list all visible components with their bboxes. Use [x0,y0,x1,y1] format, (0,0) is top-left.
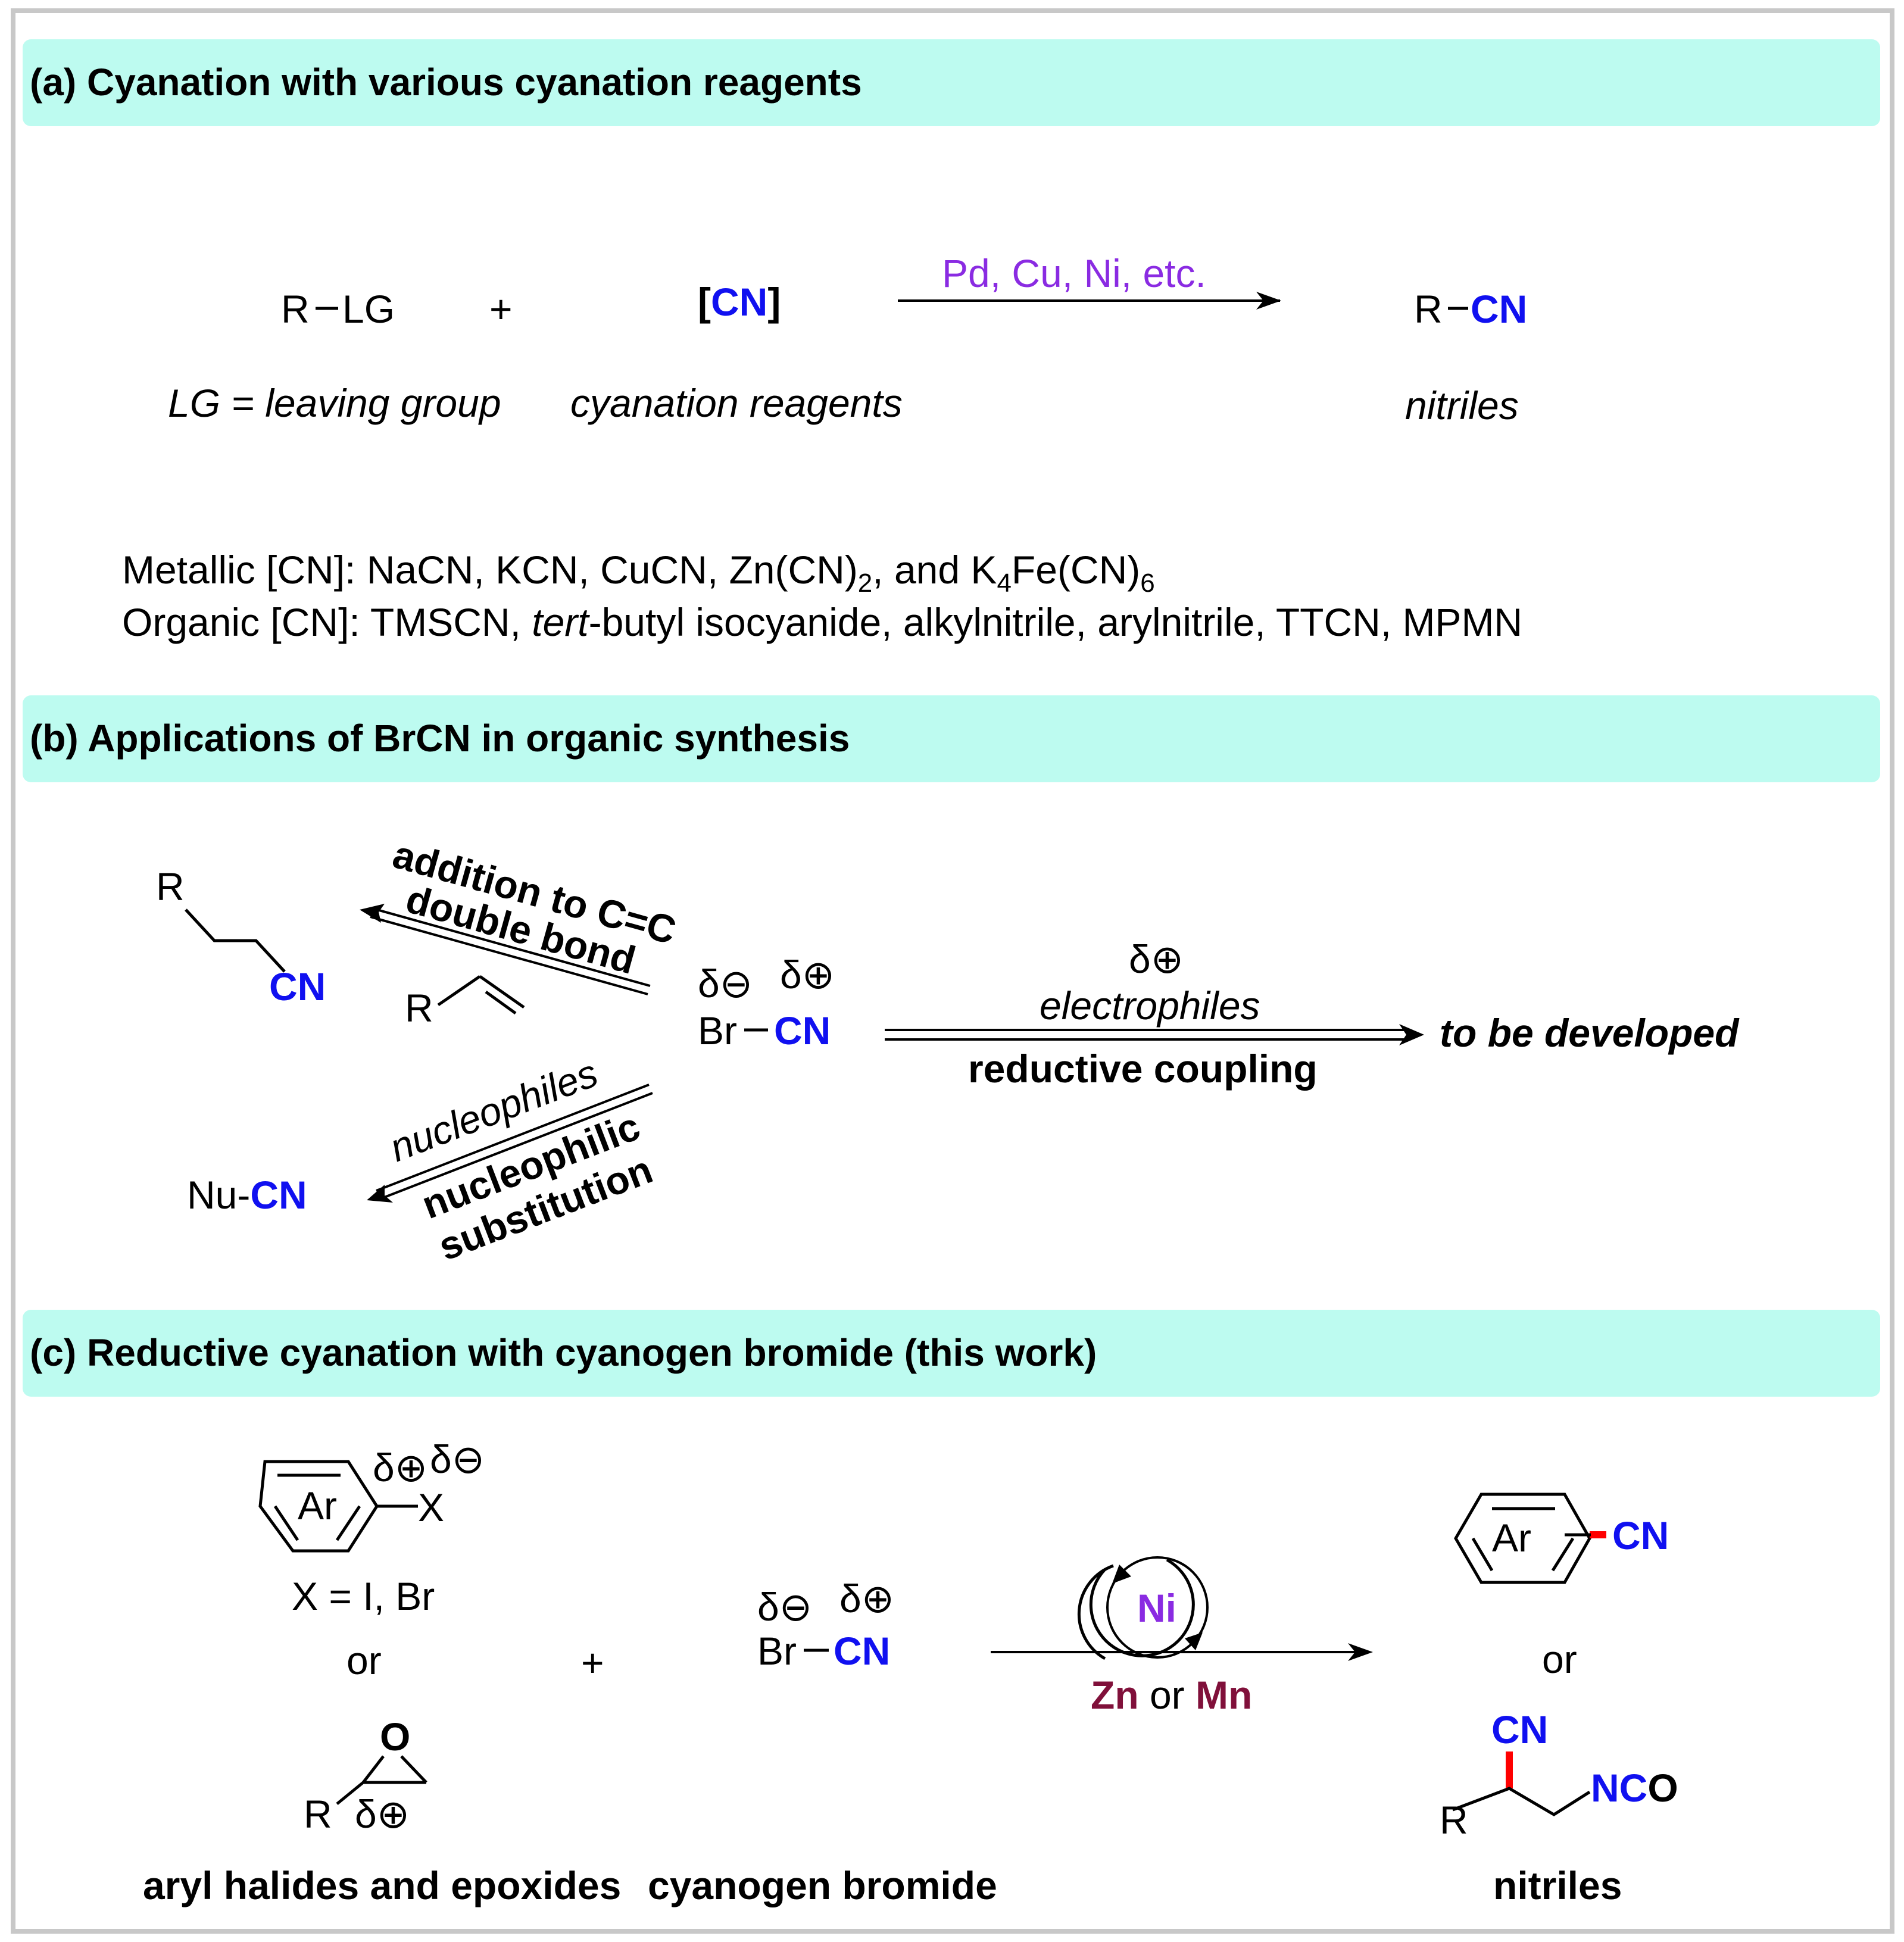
panel-c-epoxide-bond2 [400,1755,427,1784]
panel-c-aryl-x: X [418,1485,444,1529]
panel-a-header: (a) Cyanation with various cyanation rea… [30,61,862,104]
panel-c-epoxide-bond1 [362,1755,385,1784]
panel-c-product-ring-inner2 [1551,1537,1575,1572]
panel-b-cn: CN [774,1009,831,1053]
panel-c-plus: + [581,1641,604,1685]
panel-c-product2-chain [1452,1787,1591,1816]
panel-c-product-ar: Ar [1492,1516,1531,1560]
panel-b-header-bar [23,695,1880,782]
panel-c-aryl-ar: Ar [298,1484,337,1528]
panel-c-product-ring-inner3 [1471,1537,1494,1572]
panel-a-caption-product: nitriles [1405,383,1519,427]
panel-b-to-be-developed: to be developed [1440,1011,1740,1055]
panel-a-reactant-lg: LG [342,287,395,331]
figure-frame [11,8,1894,1934]
panel-b-electrophiles-label: electrophiles [1040,984,1260,1028]
panel-b-header: (b) Applications of BrCN in organic synt… [30,717,850,760]
panel-a-reagent: [CN] [698,280,781,324]
panel-c-aryl-ring-inner2 [335,1505,361,1541]
panel-a-product-cn: CN [1471,287,1527,331]
panel-a-plus: + [489,287,513,331]
panel-c-product2-r: R [1440,1798,1468,1842]
panel-b-right-arrow-head [1399,1024,1424,1045]
panel-c-epoxide-r: R [304,1792,332,1836]
panel-c-product2-cn: CN [1491,1707,1548,1751]
panel-b-nu-cn: Nu-CN [187,1173,307,1217]
panel-c-product2-nco: NCO [1591,1766,1678,1810]
panel-b-subst-arrow-head [367,1185,393,1203]
panel-c-product-cn: CN [1612,1513,1669,1557]
panel-c-product-ring [1454,1493,1591,1584]
panel-b-delta-plus: δ⊕ [780,953,835,997]
panel-a-caption-reagents: cyanation reagents [570,381,903,425]
panel-c-cycle-arrow-bottom [1185,1632,1203,1650]
panel-b-addition-arrow-line2 [372,907,651,987]
panel-b-delta-minus: δ⊖ [698,961,753,1006]
panel-a-reactant-r: R [281,287,310,331]
panel-b-alkene-bond2b [485,990,517,1015]
panel-a-metallic-list: Metallic [CN]: NaCN, KCN, CuCN, Zn(CN)2,… [122,548,1155,598]
panel-c-epoxide-delta: δ⊕ [355,1792,410,1836]
panel-c-or1: or [347,1638,382,1682]
panel-a-product-r: R [1414,287,1443,331]
panel-c-cn: CN [834,1629,890,1673]
panel-c-header: (c) Reductive cyanation with cyanogen br… [30,1331,1097,1374]
panel-c-x-definition: X = I, Br [292,1574,435,1618]
panel-a-arrow-label: Pd, Cu, Ni, etc. [942,251,1206,295]
panel-c-aryl-ring-inner3 [273,1505,299,1541]
panel-c-reductants: Zn or Mn [1091,1673,1252,1717]
panel-b-subst-arrow-line1 [376,1084,650,1192]
panel-c-delta-minus: δ⊖ [757,1585,812,1629]
panel-c-aryl-ring [258,1460,379,1553]
panel-b-alkene-r: R [405,986,433,1030]
panel-b-subst-arrow-line2 [379,1092,653,1200]
panel-c-delta-plus: δ⊕ [839,1576,894,1621]
panel-b-product-r: R [156,864,185,908]
panel-c-header-bar [23,1310,1880,1397]
panel-c-cycle-circle [1106,1556,1209,1659]
panel-b-product-chain [185,908,286,973]
panel-b-alkene-bond2 [479,975,525,1009]
panel-b-addition-arrow-head [360,904,385,923]
panel-c-caption-products: nitriles [1493,1863,1622,1907]
panel-c-aryl-delta-plus: δ⊕ [373,1445,427,1490]
panel-b-addition-arrow-line1 [370,916,648,995]
panel-c-cycle-arc [1077,1558,1195,1660]
panel-b-br: Br [698,1009,737,1053]
panel-c-catalyst: Ni [1137,1586,1176,1630]
panel-a-header-bar [23,39,1880,126]
panel-a-caption-lg: LG = leaving group [168,381,501,425]
panel-b-reductive-coupling: reductive coupling [968,1047,1318,1091]
panel-c-br: Br [757,1629,797,1673]
panel-c-caption-reagent: cyanogen bromide [648,1863,997,1907]
panel-c-arrow-head [1348,1643,1373,1661]
panel-a-organic-list: Organic [CN]: TMSCN, tert-butyl isocyani… [122,600,1522,644]
panel-b-electrophile-delta: δ⊕ [1129,937,1184,981]
panel-c-or2: or [1542,1637,1577,1681]
panel-c-epoxide-o: O [380,1715,410,1759]
panel-b-product-cn: CN [269,964,326,1009]
panel-b-alkene-bond1 [437,975,481,1007]
panel-a-arrow-head [1256,292,1281,310]
panel-c-epoxide-r-bond [336,1781,364,1805]
panel-c-caption-reactants: aryl halides and epoxides [143,1863,621,1907]
panel-c-aryl-delta-minus: δ⊖ [430,1437,485,1481]
panel-c-cycle-arrow-top [1112,1565,1131,1584]
